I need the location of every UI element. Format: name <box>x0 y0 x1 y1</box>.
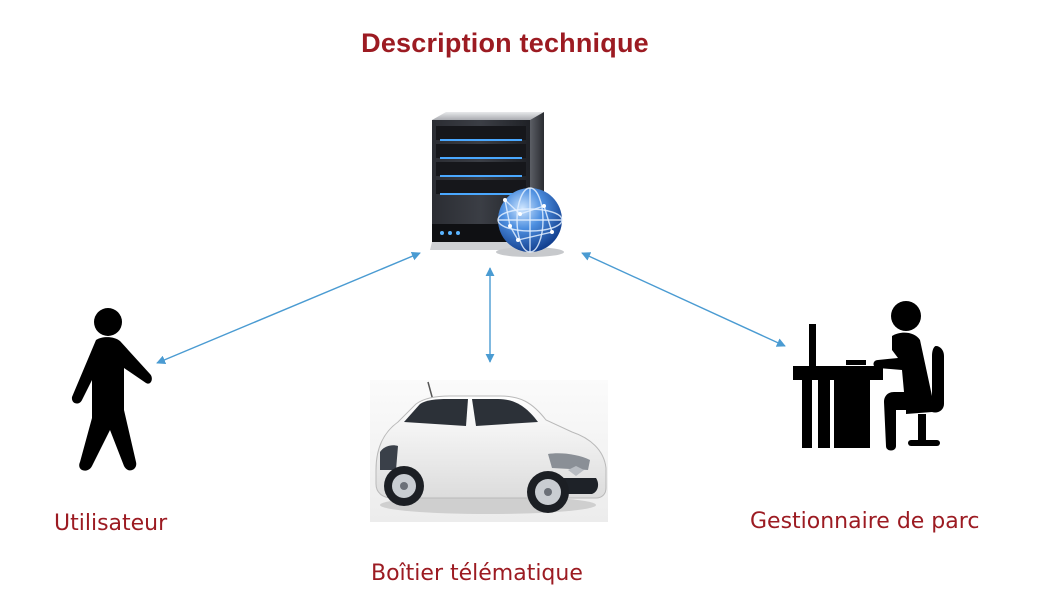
node-label-boitier-telematique: Boîtier télématique <box>371 561 583 586</box>
person-at-desk-icon <box>793 301 944 451</box>
walking-person-icon <box>71 308 152 471</box>
node-label-utilisateur: Utilisateur <box>54 511 168 536</box>
server-globe-icon <box>430 112 564 257</box>
node-label-gestionnaire-de-parc: Gestionnaire de parc <box>750 509 980 534</box>
diagram-title: Description technique <box>361 28 649 58</box>
car-image <box>370 380 608 522</box>
edge-server-manager <box>581 252 786 347</box>
globe-icon <box>496 187 564 257</box>
edge-server-user <box>156 251 421 365</box>
